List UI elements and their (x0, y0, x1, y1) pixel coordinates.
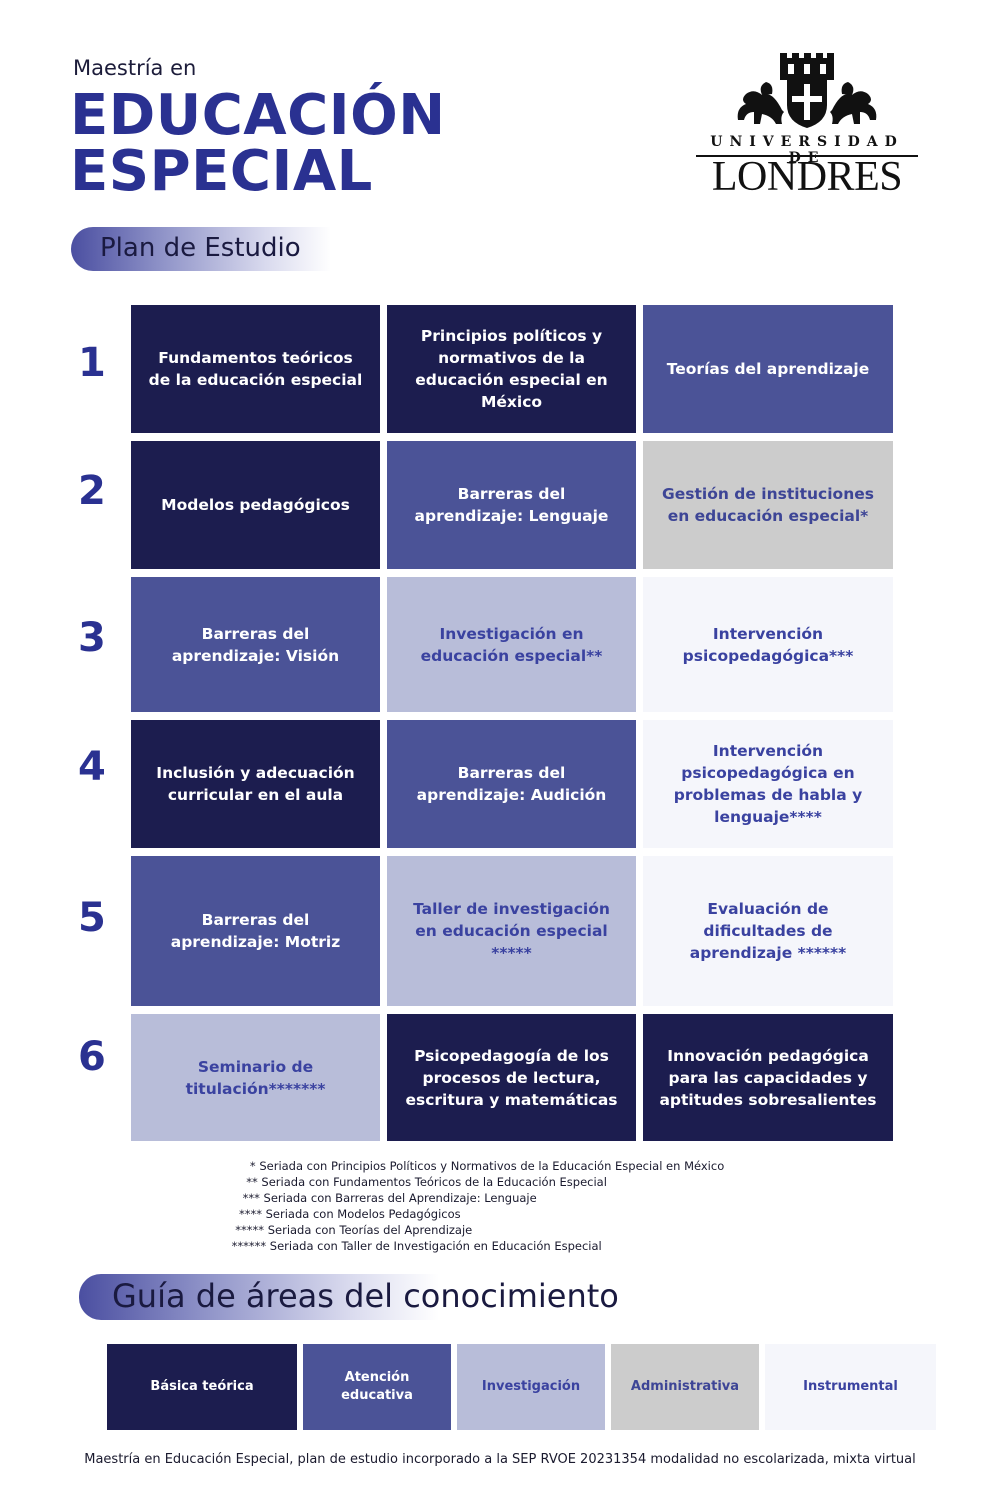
course-cell: Teorías del aprendizaje (643, 305, 893, 433)
course-cell: Investigación en educación especial** (387, 577, 636, 712)
semester-number-4: 4 (78, 744, 106, 790)
course-cell: Principios políticos y normativos de la … (387, 305, 636, 433)
footnote: * Seriada con Principios Políticos y Nor… (228, 1159, 725, 1173)
semester-number-5: 5 (78, 895, 106, 941)
course-cell: Gestión de instituciones en educación es… (643, 441, 893, 569)
program-pretitle: Maestría en (73, 56, 197, 80)
program-title: EDUCACIÓN ESPECIAL (70, 88, 446, 200)
footnotes: * Seriada con Principios Políticos y Nor… (228, 1158, 828, 1254)
course-cell: Fundamentos teóricos de la educación esp… (131, 305, 380, 433)
legend-investigacion: Investigación (457, 1344, 605, 1430)
footnote: *** Seriada con Barreras del Aprendizaje… (228, 1191, 537, 1205)
plan-label-pill: Plan de Estudio (71, 227, 331, 271)
footer-text: Maestría en Educación Especial, plan de … (84, 1452, 916, 1467)
course-cell: Taller de investigación en educación esp… (387, 856, 636, 1006)
program-title-line1: EDUCACIÓN (70, 83, 446, 148)
university-logo: UNIVERSIDAD DE LONDRES (696, 50, 918, 198)
course-cell: Barreras del aprendizaje: Audición (387, 720, 636, 848)
legend-basica-teorica: Básica teórica (107, 1344, 297, 1430)
plan-label: Plan de Estudio (100, 233, 301, 263)
logo-divider (696, 155, 918, 157)
footnote: ****** Seriada con Taller de Investigaci… (228, 1239, 602, 1253)
legend-atencion-educativa: Atención educativa (303, 1344, 451, 1430)
course-cell: Barreras del aprendizaje: Lenguaje (387, 441, 636, 569)
guide-label-pill: Guía de áreas del conocimiento (79, 1274, 619, 1320)
footnote: ***** Seriada con Teorías del Aprendizaj… (228, 1223, 473, 1237)
course-cell: Intervención psicopedagógica*** (643, 577, 893, 712)
semester-number-3: 3 (78, 615, 106, 661)
logo-londres-text: LONDRES (711, 154, 903, 200)
course-cell: Evaluación de dificultades de aprendizaj… (643, 856, 893, 1006)
course-cell: Modelos pedagógicos (131, 441, 380, 569)
guide-label: Guía de áreas del conocimiento (112, 1277, 619, 1315)
course-cell: Seminario de titulación******* (131, 1014, 380, 1141)
semester-number-1: 1 (78, 340, 106, 386)
legend-instrumental: Instrumental (765, 1344, 936, 1430)
program-title-line2: ESPECIAL (70, 139, 373, 204)
crest-icon (737, 53, 877, 128)
legend-administrativa: Administrativa (611, 1344, 759, 1430)
logo-university-text: UNIVERSIDAD DE (710, 134, 904, 166)
semester-number-2: 2 (78, 468, 106, 514)
footnote: ** Seriada con Fundamentos Teóricos de l… (228, 1175, 607, 1189)
course-cell: Innovación pedagógica para las capacidad… (643, 1014, 893, 1141)
footnote: **** Seriada con Modelos Pedagógicos (228, 1207, 461, 1221)
semester-number-6: 6 (78, 1034, 106, 1080)
course-cell: Inclusión y adecuación curricular en el … (131, 720, 380, 848)
course-cell: Psicopedagogía de los procesos de lectur… (387, 1014, 636, 1141)
course-cell: Barreras del aprendizaje: Visión (131, 577, 380, 712)
course-cell: Intervención psicopedagógica en problema… (643, 720, 893, 848)
course-cell: Barreras del aprendizaje: Motriz (131, 856, 380, 1006)
